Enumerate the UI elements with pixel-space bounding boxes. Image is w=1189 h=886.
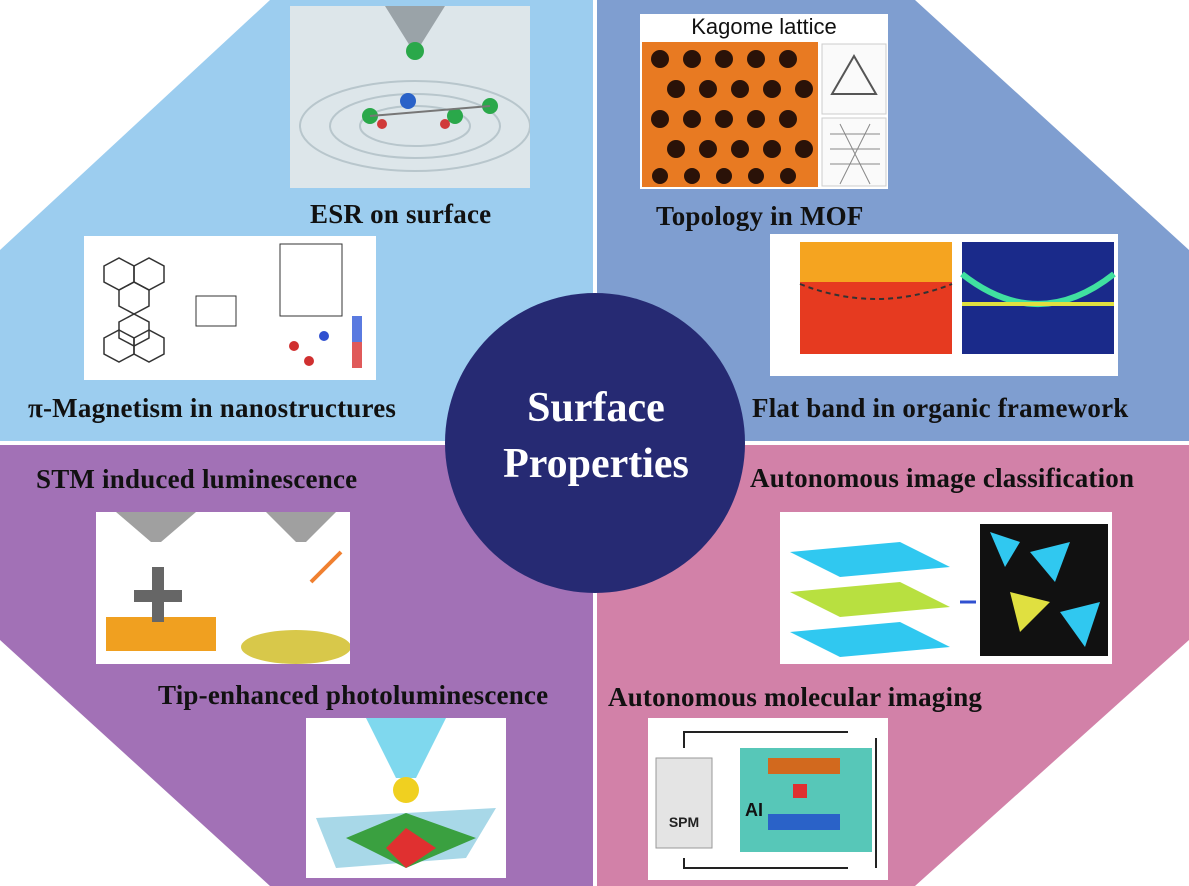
center-title: Surface Properties (448, 380, 744, 492)
center-circle (445, 293, 745, 593)
label-molecular: Autonomous molecular imaging (608, 682, 983, 712)
molecular-imaging-image: SPM AI (648, 718, 888, 880)
label-esr: ESR on surface (310, 199, 492, 229)
center-title-line1: Surface (527, 385, 665, 431)
label-stm: STM induced luminescence (36, 464, 358, 494)
spm-label: SPM (668, 814, 700, 830)
classification-image (780, 512, 1112, 664)
label-magnetism: π-Magnetism in nanostructures (28, 393, 397, 423)
kagome-image: Kagome lattice (640, 14, 888, 189)
label-flatband: Flat band in organic framework (752, 393, 1129, 423)
ai-label: AI (745, 800, 763, 820)
magnetism-image (84, 236, 376, 380)
stm-luminescence-image (96, 512, 350, 664)
flatband-image (770, 234, 1118, 376)
label-topology: Topology in MOF (656, 201, 864, 231)
esr-image (290, 6, 530, 188)
kagome-title: Kagome lattice (691, 14, 837, 39)
label-classification: Autonomous image classification (750, 463, 1135, 493)
tep-image (306, 718, 506, 878)
center-title-line2: Properties (503, 441, 689, 487)
label-tep: Tip-enhanced photoluminescence (158, 680, 549, 710)
